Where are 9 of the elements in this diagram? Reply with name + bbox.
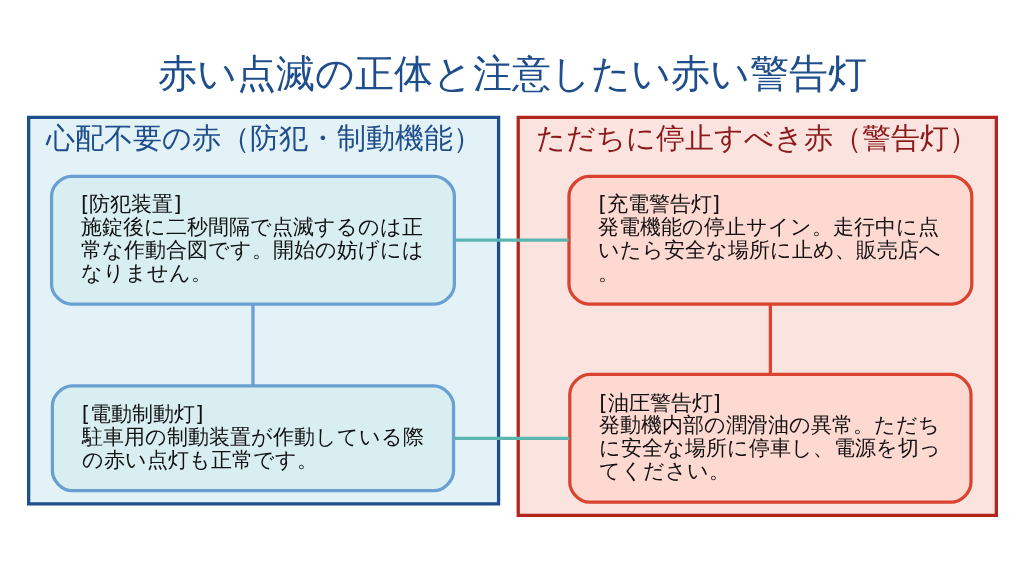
node-box: [油圧警告灯] 発動機内部の潤滑油の異常。ただちに安全な場所に停車し、電源を切ってください。 [567, 372, 973, 504]
node-box: [充電警告灯] 発電機能の停止サイン。走行中に点いたら安全な場所に止め、販売店へ。 [566, 174, 973, 306]
node-box: [電動制動灯] 駐車用の制動装置が作動している際の赤い点灯も正常です。 [50, 383, 455, 492]
connector [250, 304, 255, 386]
connector [768, 304, 772, 374]
connector [454, 238, 569, 242]
connector [453, 436, 569, 440]
node-box: [防犯装置] 施錠後に二秒間隔で点滅するのは正常な作動合図です。開始の妨げにはなりません。 [49, 174, 456, 306]
diagram-title: 赤い点滅の正体と注意したい赤い警告灯 [157, 50, 867, 96]
